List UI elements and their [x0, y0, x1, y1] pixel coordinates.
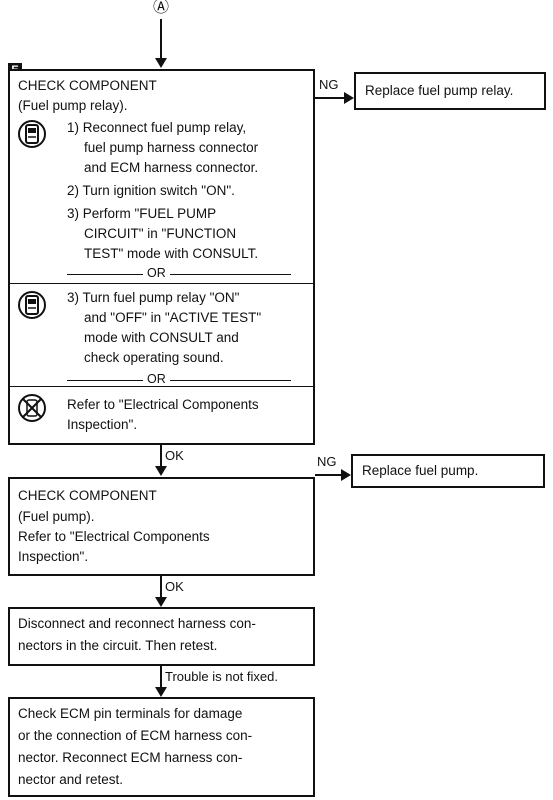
- ng-branch-line: [315, 97, 347, 99]
- step1-title: CHECK COMPONENT: [18, 78, 157, 93]
- step1-a-line: TEST" mode with CONSULT.: [84, 246, 259, 261]
- check-fuel-pump-box: [8, 477, 315, 576]
- connector-a: Ⓐ: [153, 0, 170, 16]
- step1-a-line: 2) Turn ignition switch "ON".: [67, 183, 235, 198]
- relay-consult-icon: [18, 291, 46, 319]
- flow-line-ok1: [160, 445, 162, 469]
- step4-line: nector and retest.: [18, 772, 124, 787]
- replace-fuel-pump-box: [351, 454, 545, 488]
- step1-b-line: check operating sound.: [84, 350, 224, 365]
- trouble-not-fixed-label: Trouble is not fixed.: [165, 669, 278, 684]
- arrow-down-icon: [155, 597, 167, 607]
- replace-fuel-pump-relay-text: Replace fuel pump relay.: [365, 83, 514, 98]
- step4-line: Check ECM pin terminals for damage: [18, 706, 243, 721]
- flow-line-top: [160, 19, 162, 63]
- step1-b-line: 3) Turn fuel pump relay "ON": [67, 290, 240, 305]
- step2-line: CHECK COMPONENT: [18, 488, 157, 503]
- step3-line: Disconnect and reconnect harness con-: [18, 616, 256, 631]
- step1-c-line: Refer to "Electrical Components: [67, 397, 259, 412]
- step2-line: (Fuel pump).: [18, 509, 95, 524]
- step2-line: Refer to "Electrical Components: [18, 529, 210, 544]
- or-separator-line: [67, 380, 291, 381]
- ng-branch-line: [315, 474, 343, 476]
- ng-label: NG: [319, 77, 339, 92]
- step1-a-line: CIRCUIT" in "FUNCTION: [84, 226, 237, 241]
- ok-label: OK: [165, 448, 184, 463]
- step1-b-line: and "OFF" in "ACTIVE TEST": [84, 310, 262, 325]
- or-separator-line: [67, 274, 291, 275]
- step3-line: nectors in the circuit. Then retest.: [18, 638, 218, 653]
- replace-fuel-pump-relay-box: [354, 72, 546, 110]
- arrow-down-icon: [155, 466, 167, 476]
- step4-line: or the connection of ECM harness con-: [18, 728, 253, 743]
- step1-a-line: 1) Reconnect fuel pump relay,: [67, 120, 247, 135]
- flow-line-ok2: [160, 576, 162, 600]
- relay-consult-icon: [18, 120, 46, 148]
- ok-label: OK: [165, 579, 184, 594]
- arrow-down-icon: [155, 687, 167, 697]
- step4-line: nector. Reconnect ECM harness con-: [18, 750, 243, 765]
- arrow-down-icon: [155, 58, 167, 68]
- reconnect-harness-box: [8, 607, 315, 666]
- arrow-right-icon: [341, 469, 351, 481]
- step1-a-line: 3) Perform "FUEL PUMP: [67, 206, 217, 221]
- step1-a-line: fuel pump harness connector: [84, 140, 259, 155]
- flow-line-not-fixed: [160, 666, 162, 690]
- step1-b-line: mode with CONSULT and: [84, 330, 239, 345]
- no-consult-icon: [18, 394, 46, 422]
- section-divider: [8, 386, 315, 387]
- or-separator: OR: [143, 372, 170, 386]
- arrow-right-icon: [344, 92, 354, 104]
- step1-c-line: Inspection".: [67, 417, 138, 432]
- step1-a-line: and ECM harness connector.: [84, 160, 259, 175]
- step2-line: Inspection".: [18, 549, 89, 564]
- section-divider: [8, 283, 315, 284]
- ng-label: NG: [317, 454, 337, 469]
- or-separator: OR: [143, 266, 170, 280]
- check-ecm-pin-box: [8, 697, 315, 797]
- replace-fuel-pump-text: Replace fuel pump.: [362, 463, 479, 478]
- step1-subtitle: (Fuel pump relay).: [18, 98, 128, 113]
